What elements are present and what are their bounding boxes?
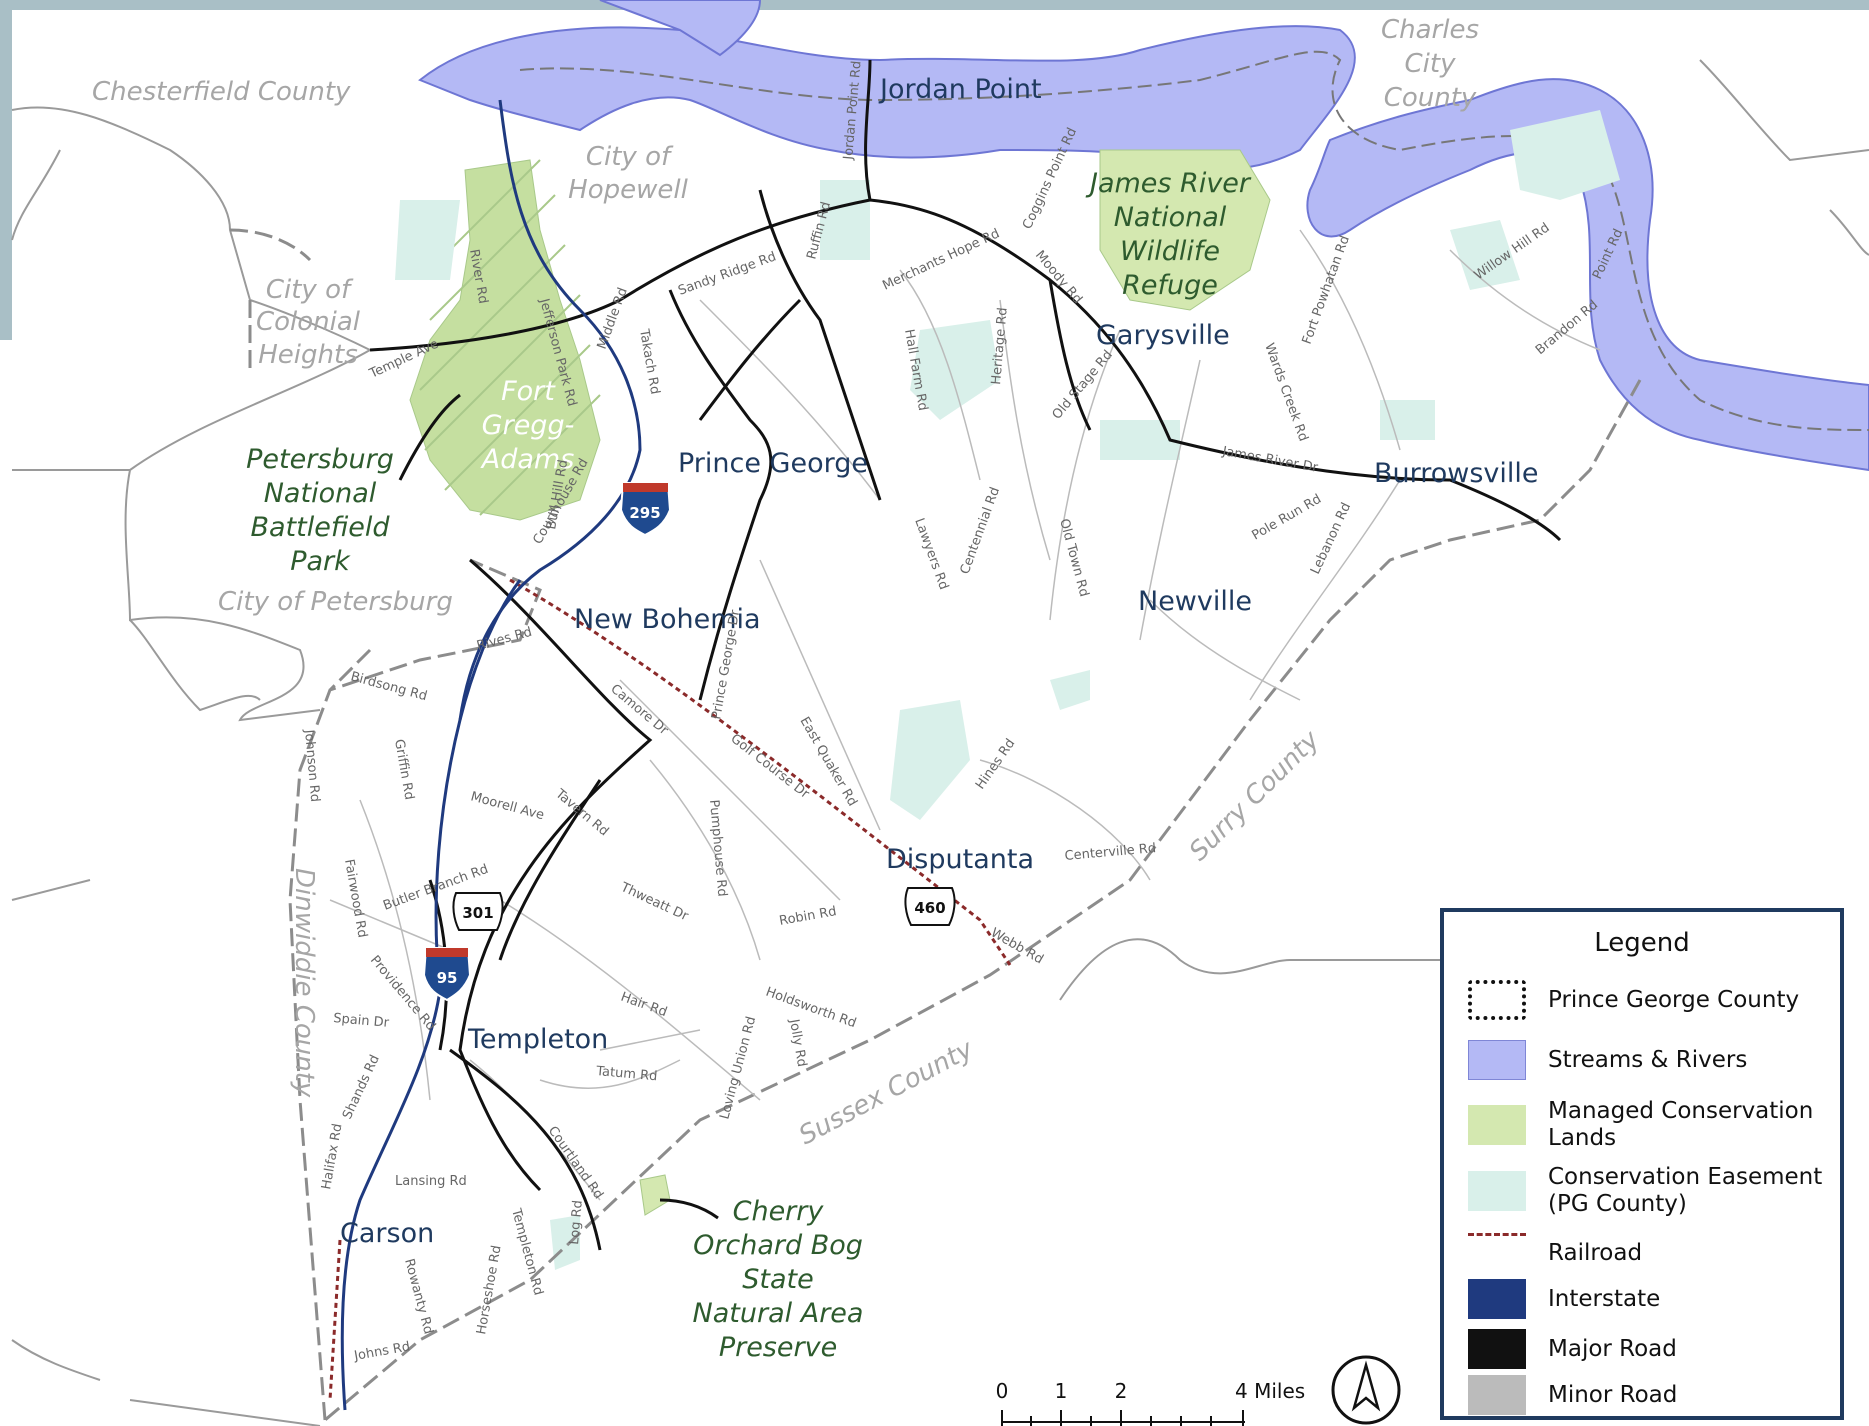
streams-swatch	[1468, 1040, 1526, 1080]
legend-label: Railroad	[1548, 1239, 1643, 1266]
legend-label: Prince George County	[1548, 986, 1800, 1013]
templeton-label: Templeton	[467, 1024, 608, 1055]
legend-item-railroad: Railroad	[1468, 1233, 1830, 1268]
place-labels: Jordan Point Garysville Prince George Bu…	[340, 74, 1539, 1249]
legend-label: Major Road	[1548, 1335, 1677, 1362]
railroad-swatch	[1468, 1233, 1526, 1273]
disputanta-label: Disputanta	[886, 844, 1034, 875]
interstates	[340, 99, 642, 1411]
petersburg-battlefield-label-2: National	[264, 478, 377, 509]
legend: Legend Prince George County Streams & Ri…	[1440, 908, 1844, 1420]
easement-swatch	[1468, 1171, 1526, 1211]
colonial-heights-label-2: Colonial	[256, 307, 361, 337]
legend-label: Interstate	[1548, 1285, 1661, 1312]
james-river-refuge-label-3: Wildlife	[1120, 236, 1220, 267]
petersburg-battlefield-label-1: Petersburg	[246, 444, 394, 475]
chesterfield-label: Chesterfield County	[92, 77, 351, 107]
fort-gregg-adams-label-3: Adams	[480, 444, 575, 475]
major-road-swatch	[1468, 1329, 1526, 1369]
legend-label: Minor Road	[1548, 1381, 1678, 1408]
fort-gregg-adams-hatch	[419, 159, 601, 516]
petersburg-battlefield-label-3: Battlefield	[250, 512, 390, 543]
legend-item-managed: Managed Conservation Lands	[1468, 1098, 1830, 1152]
major-roads	[369, 59, 1562, 1251]
scale-tick-1: 1	[1055, 1379, 1068, 1403]
interstate-95-shield: 95	[422, 947, 472, 1002]
road-label: Johnson Rd	[301, 728, 322, 803]
cherry-orchard-label-4: Natural Area	[693, 1298, 864, 1329]
legend-item-interstate: Interstate	[1468, 1279, 1830, 1319]
shield-460-label: 460	[914, 899, 945, 917]
managed-conservation-lands	[409, 149, 1271, 1216]
legend-label: Conservation Easement (PG County)	[1548, 1164, 1823, 1217]
cherry-orchard-label-5: Preserve	[719, 1332, 837, 1363]
interstate-295-shield: 295	[619, 482, 672, 537]
scale-tick-2: 2	[1115, 1379, 1128, 1403]
legend-item-streams: Streams & Rivers	[1468, 1040, 1830, 1080]
james-river-refuge-label-1: James River	[1085, 168, 1252, 199]
petersburg-battlefield-label-4: Park	[290, 546, 351, 577]
road-label: Lansing Rd	[395, 1174, 467, 1189]
charles-city-label-3: County	[1384, 83, 1477, 113]
dinwiddie-label: Dinwiddie County	[289, 868, 319, 1098]
conservation-easements	[395, 110, 1620, 1270]
legend-title: Legend	[1594, 928, 1690, 958]
shield-301-label: 301	[462, 904, 493, 922]
jordan-point-label: Jordan Point	[878, 74, 1042, 105]
prince-george-label: Prince George	[678, 448, 868, 479]
new-bohemia-label: New Bohemia	[574, 604, 761, 635]
colonial-heights-label-3: Heights	[258, 340, 358, 370]
minor-roads	[329, 229, 1601, 1201]
legend-item-county: Prince George County	[1468, 980, 1830, 1020]
hopewell-label-1: City of	[586, 142, 674, 172]
road-label: Tatum Rd	[595, 1064, 658, 1084]
scale-tick-4: 4 Miles	[1235, 1379, 1305, 1403]
carson-label: Carson	[340, 1218, 434, 1249]
road-label: Log Rd	[567, 1200, 586, 1246]
fort-gregg-adams-label-1: Fort	[501, 376, 556, 407]
river-channel	[519, 50, 1869, 431]
garysville-label: Garysville	[1096, 320, 1230, 351]
shield-95-label: 95	[437, 969, 458, 987]
managed-lands-swatch	[1468, 1105, 1526, 1145]
north-arrow-icon	[1331, 1355, 1401, 1425]
legend-label: Managed Conservation Lands	[1548, 1098, 1814, 1151]
top-band	[0, 0, 1869, 10]
us-301-shield: 301	[452, 892, 504, 931]
legend-label: Streams & Rivers	[1548, 1046, 1748, 1073]
fort-gregg-adams-label-2: Gregg-	[482, 410, 575, 441]
county-boundary	[229, 228, 1642, 1422]
minor-road-swatch	[1468, 1375, 1526, 1415]
leader-lines	[398, 393, 719, 1220]
railroad	[328, 578, 1012, 1401]
interstate-swatch	[1468, 1279, 1526, 1319]
cherry-orchard-label-2: Orchard Bog	[693, 1230, 863, 1261]
cherry-orchard-label-1: Cherry	[733, 1196, 825, 1227]
hopewell-label-2: Hopewell	[568, 175, 688, 205]
county-boundary-swatch	[1468, 980, 1526, 1020]
james-river-refuge-label-2: National	[1114, 202, 1227, 233]
petersburg-label: City of Petersburg	[218, 587, 453, 617]
legend-item-major: Major Road	[1468, 1329, 1830, 1369]
road-label: Spain Dr	[333, 1011, 391, 1031]
scale-bar: 0 1 2 4 Miles	[996, 1379, 1305, 1426]
james-river-refuge-label-4: Refuge	[1122, 270, 1218, 301]
burrowsville-label: Burrowsville	[1374, 458, 1539, 489]
road-label: Heritage Rd	[989, 307, 1011, 385]
charles-city-label-1: Charles	[1381, 15, 1479, 45]
cherry-orchard-label-3: State	[742, 1264, 813, 1295]
us-460-shield: 460	[904, 887, 956, 926]
newville-label: Newville	[1138, 586, 1252, 617]
shield-295-label: 295	[629, 504, 660, 522]
scale-tick-0: 0	[996, 1379, 1009, 1403]
legend-item-minor: Minor Road	[1468, 1375, 1830, 1415]
left-band	[0, 0, 12, 340]
jurisdiction-boundaries	[11, 59, 1869, 1426]
conservation-labels: James River National Wildlife Refuge For…	[246, 168, 1252, 1363]
james-river	[418, 0, 1869, 472]
colonial-heights-label-1: City of	[266, 275, 354, 305]
legend-item-easement: Conservation Easement (PG County)	[1468, 1164, 1830, 1218]
charles-city-label-2: City	[1405, 49, 1457, 79]
